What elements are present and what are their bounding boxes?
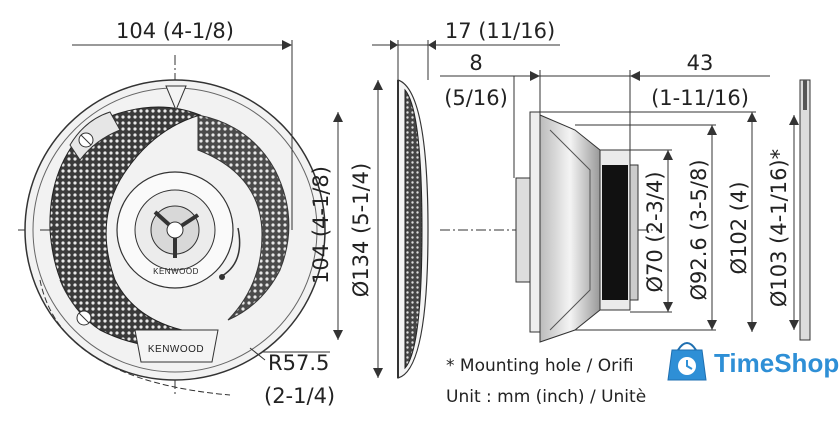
dim-dia-134-label: Ø134 (5-1/4) <box>349 163 373 297</box>
note-mounting: * Mounting hole / Orifi <box>446 356 634 376</box>
side-speaker <box>440 111 660 343</box>
dim-dia-102: Ø102 (4) <box>540 111 757 332</box>
dim-depth: 43 (1-11/16) <box>540 51 770 165</box>
depth-in: (1-11/16) <box>651 86 749 110</box>
radius-mm: R57.5 <box>268 351 329 375</box>
offset-mm: 8 <box>469 51 482 75</box>
dim-height: 104 (4-1/8) <box>309 112 343 340</box>
side-grille <box>397 79 429 379</box>
dim-radius: R57.5 (2-1/4) <box>262 351 335 408</box>
dim-dia-103-label: Ø103 (4-1/16)* <box>767 149 791 307</box>
logo-center: KENWOOD <box>153 267 199 276</box>
depth-mm: 43 <box>687 51 714 75</box>
dim-grille-depth-label: 17 (11/16) <box>445 19 555 43</box>
note-unit: Unit : mm (inch) / Unitè <box>446 387 646 407</box>
dim-dia-92-6-label: Ø92.6 (3-5/8) <box>687 159 711 300</box>
radius-in: (2-1/4) <box>264 384 335 408</box>
dim-height-label: 104 (4-1/8) <box>309 166 333 284</box>
dim-dia-103: Ø103 (4-1/16)* <box>767 79 811 341</box>
dim-dia-92-6: Ø92.6 (3-5/8) <box>575 124 717 331</box>
dim-dia-134: Ø134 (5-1/4) <box>349 80 383 378</box>
dim-dia-102-label: Ø102 (4) <box>727 181 751 274</box>
offset-in: (5/16) <box>444 86 508 110</box>
watermark-text: TimeShop <box>714 348 839 378</box>
dim-grille-depth: 17 (11/16) <box>372 19 560 80</box>
dim-dia-70-label: Ø70 (2-3/4) <box>643 171 667 292</box>
shopping-bag-clock-icon <box>667 342 707 381</box>
logo-bottom: KENWOOD <box>148 344 204 355</box>
dim-offset: 8 (5/16) <box>440 51 541 178</box>
dim-width: 104 (4-1/8) <box>72 19 293 230</box>
dim-dia-70: Ø70 (2-3/4) <box>630 149 673 313</box>
timeshop-watermark: TimeShop <box>667 342 839 381</box>
dim-width-label: 104 (4-1/8) <box>116 19 234 43</box>
front-view: KENWOOD KENWOOD <box>18 55 326 396</box>
